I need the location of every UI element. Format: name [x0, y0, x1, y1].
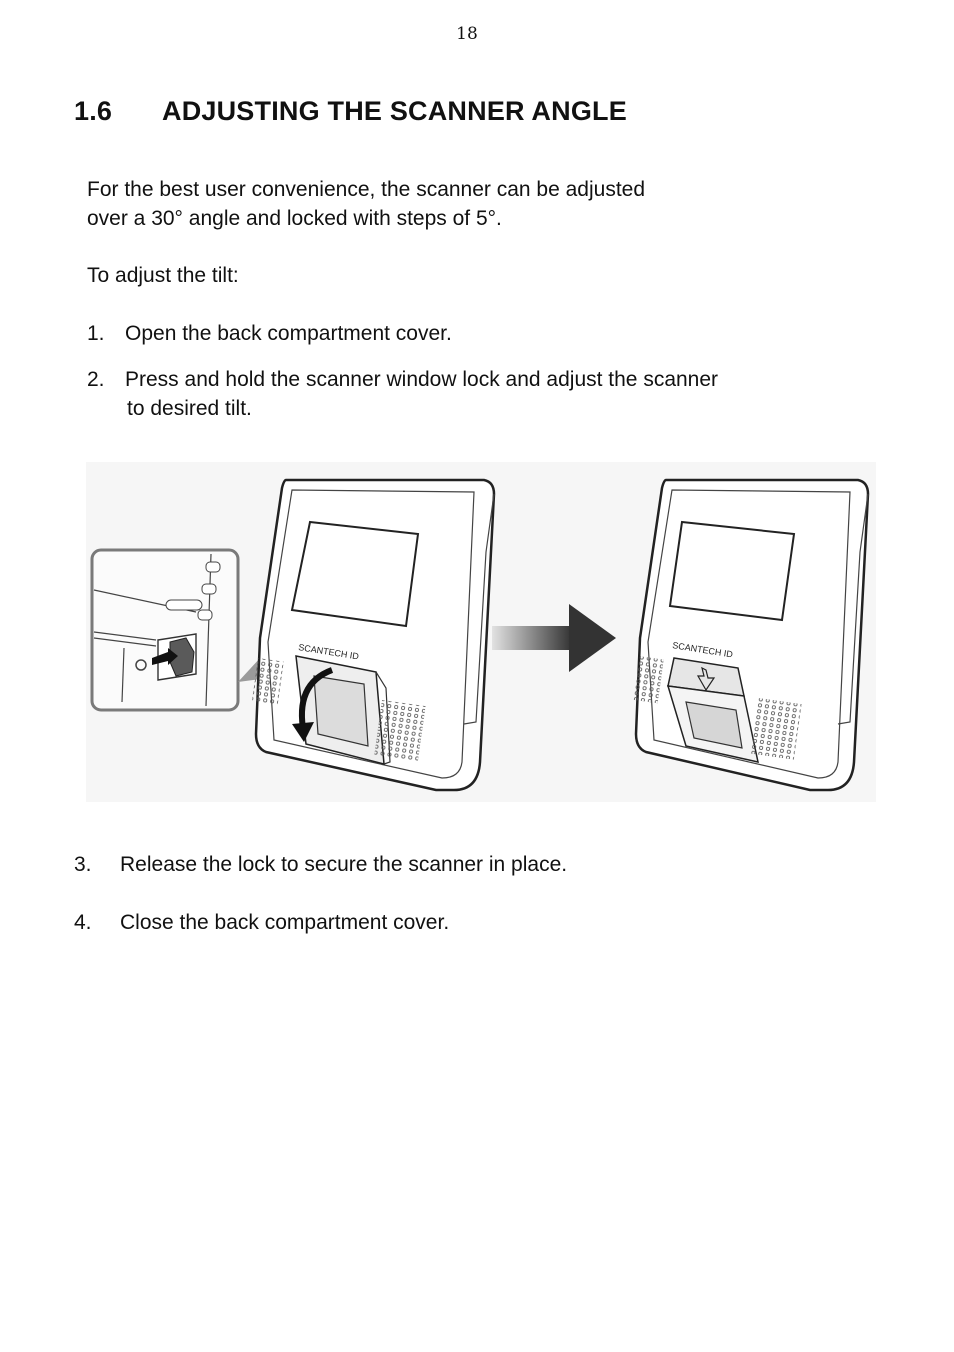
section-title: ADJUSTING THE SCANNER ANGLE	[162, 96, 627, 126]
step-number: 2.	[87, 368, 105, 391]
intro-paragraph: For the best user convenience, the scann…	[87, 175, 707, 233]
step-text-continued: to desired tilt.	[127, 397, 252, 420]
scanner-device-after: SCANTECH ID	[631, 478, 870, 792]
scanner-tilt-illustration: SCANTECH ID SCANTECH ID	[86, 462, 876, 802]
lock-detail-inset	[90, 548, 240, 712]
step-text: Open the back compartment cover.	[125, 322, 452, 345]
step-text: Release the lock to secure the scanner i…	[120, 853, 568, 876]
page-number: 18	[456, 24, 478, 44]
step-text: Press and hold the scanner window lock a…	[125, 368, 719, 391]
step-number: 4.	[74, 911, 92, 934]
step-number: 1.	[87, 322, 105, 345]
section-heading: 1.6 ADJUSTING THE SCANNER ANGLE	[74, 96, 627, 127]
step-2: 2. Press and hold the scanner window lock…	[87, 365, 718, 423]
step-4: 4. Close the back compartment cover.	[74, 908, 449, 937]
transition-arrow	[492, 604, 616, 672]
step-number: 3.	[74, 853, 92, 876]
instruction-lead: To adjust the tilt:	[87, 264, 239, 287]
intro-line-2: over a 30° angle and locked with steps o…	[87, 207, 502, 230]
intro-line-1: For the best user convenience, the scann…	[87, 178, 646, 201]
scanner-device-before: SCANTECH ID	[251, 478, 496, 792]
step-1: 1. Open the back compartment cover.	[87, 319, 452, 348]
step-3: 3. Release the lock to secure the scanner…	[74, 850, 567, 879]
step-text: Close the back compartment cover.	[120, 911, 450, 934]
section-number: 1.6	[74, 96, 113, 126]
